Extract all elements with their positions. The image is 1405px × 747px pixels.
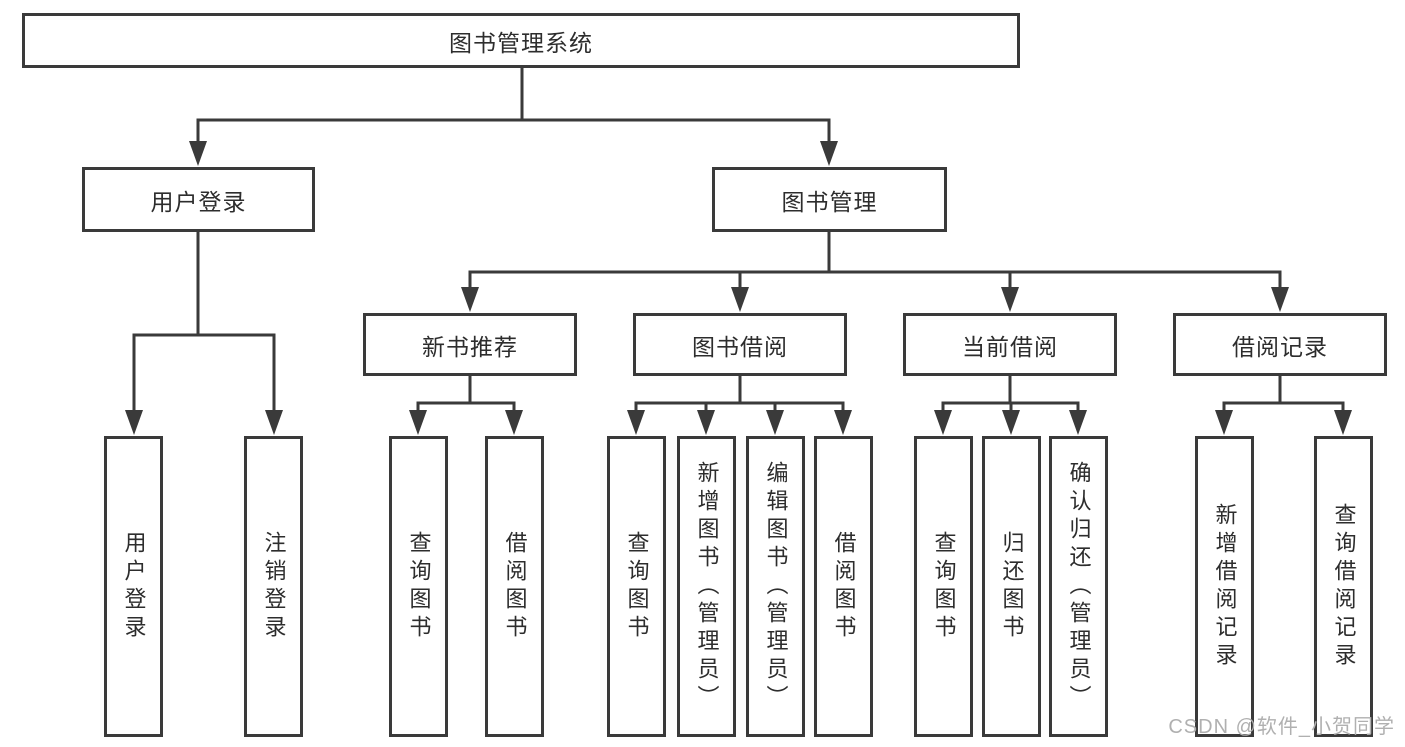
leaf-user-login: 用户登录 bbox=[104, 436, 163, 737]
node-book-management: 图书管理 bbox=[712, 167, 947, 232]
node-root: 图书管理系统 bbox=[22, 13, 1020, 68]
leaf-query-books-recommend: 查询图书 bbox=[389, 436, 448, 737]
leaf-logout-label: 注销登录 bbox=[261, 530, 287, 643]
leaf-query-borrow-record: 查询借阅记录 bbox=[1314, 436, 1373, 737]
node-new-book-recommendation-label: 新书推荐 bbox=[422, 333, 518, 360]
leaf-add-books-admin-label: 新增图书（管理员） bbox=[694, 460, 720, 713]
leaf-query-books-recommend-label: 查询图书 bbox=[406, 530, 432, 643]
leaf-query-books-borrowing-label: 查询图书 bbox=[624, 530, 650, 643]
node-borrowing-records-label: 借阅记录 bbox=[1232, 333, 1328, 360]
leaf-borrow-books: 借阅图书 bbox=[814, 436, 873, 737]
leaf-add-borrow-record: 新增借阅记录 bbox=[1195, 436, 1254, 737]
leaf-return-books: 归还图书 bbox=[982, 436, 1041, 737]
leaf-confirm-return-admin-label: 确认归还（管理员） bbox=[1066, 460, 1092, 713]
csdn-watermark: CSDN @软件_小贺同学 bbox=[1168, 716, 1395, 738]
leaf-borrow-books-recommend-label: 借阅图书 bbox=[502, 530, 528, 643]
leaf-confirm-return-admin: 确认归还（管理员） bbox=[1049, 436, 1108, 737]
leaf-borrow-books-recommend: 借阅图书 bbox=[485, 436, 544, 737]
leaf-logout: 注销登录 bbox=[244, 436, 303, 737]
leaf-user-login-label: 用户登录 bbox=[121, 530, 147, 643]
leaf-query-books-current-label: 查询图书 bbox=[931, 530, 957, 643]
node-root-label: 图书管理系统 bbox=[449, 29, 593, 56]
node-user-login-label: 用户登录 bbox=[150, 188, 247, 215]
node-borrowing-records: 借阅记录 bbox=[1173, 313, 1387, 376]
leaf-edit-books-admin-label: 编辑图书（管理员） bbox=[763, 460, 789, 713]
node-new-book-recommendation: 新书推荐 bbox=[363, 313, 577, 376]
node-user-login: 用户登录 bbox=[82, 167, 315, 232]
leaf-add-books-admin: 新增图书（管理员） bbox=[677, 436, 736, 737]
node-book-management-label: 图书管理 bbox=[781, 188, 878, 215]
node-current-borrowing-label: 当前借阅 bbox=[962, 333, 1058, 360]
leaf-query-books-current: 查询图书 bbox=[914, 436, 973, 737]
leaf-query-borrow-record-label: 查询借阅记录 bbox=[1331, 502, 1357, 671]
node-book-borrowing-label: 图书借阅 bbox=[692, 333, 788, 360]
node-current-borrowing: 当前借阅 bbox=[903, 313, 1117, 376]
leaf-query-books-borrowing: 查询图书 bbox=[607, 436, 666, 737]
leaf-add-borrow-record-label: 新增借阅记录 bbox=[1212, 502, 1238, 671]
leaf-borrow-books-label: 借阅图书 bbox=[831, 530, 857, 643]
node-book-borrowing: 图书借阅 bbox=[633, 313, 847, 376]
leaf-edit-books-admin: 编辑图书（管理员） bbox=[746, 436, 805, 737]
leaf-return-books-label: 归还图书 bbox=[999, 530, 1025, 643]
